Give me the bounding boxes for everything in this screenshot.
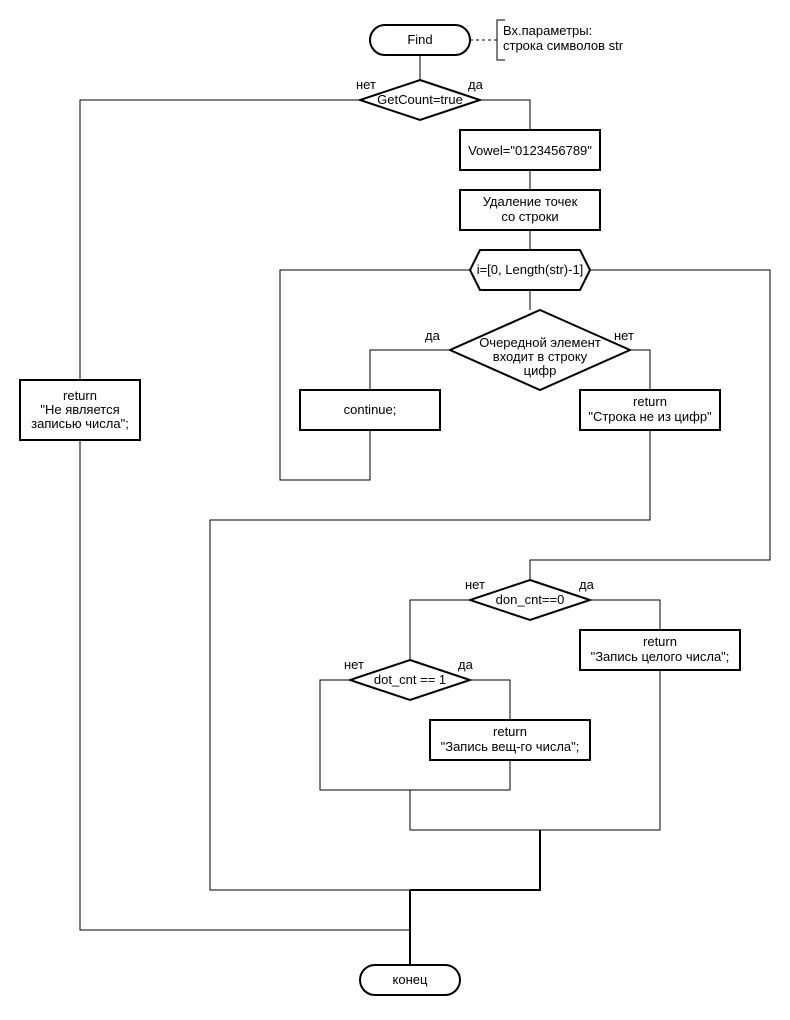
loop-label: i=[0, Length(str)-1] — [477, 262, 584, 277]
end-label: конец — [393, 972, 428, 987]
connector — [590, 599, 661, 630]
loop-exit-connector — [529, 269, 771, 580]
return-integer-line-1: return — [643, 634, 677, 649]
yes-label: да — [468, 77, 484, 92]
return-not-number-line-2: "Не является — [40, 402, 119, 417]
start-terminal: Find — [369, 24, 471, 56]
return-integer-line-2: "Запись целого числа"; — [591, 649, 730, 664]
continue-label: continue; — [344, 402, 397, 417]
no-label: нет — [344, 657, 364, 672]
return-not-number: return "Не является записью числа"; — [19, 379, 141, 441]
element-cond-line-3: цифр — [524, 363, 557, 378]
yes-label: да — [458, 657, 474, 672]
return-not-number-line-3: записью числа"; — [31, 416, 129, 431]
remove-dots-line-1: Удаление точек — [483, 194, 578, 209]
yes-label: да — [425, 328, 441, 343]
yes-label: да — [579, 577, 595, 592]
dotcnt-decision: dot_cnt == 1 нет да — [344, 657, 474, 702]
getcount-decision: GetCount=true нет да — [356, 77, 484, 122]
connector — [409, 599, 470, 660]
return-not-digits-line-2: "Строка не из цифр" — [588, 409, 712, 424]
connector — [480, 99, 531, 130]
no-label: нет — [356, 77, 376, 92]
doncnt-decision: don_cnt==0 нет да — [465, 577, 595, 622]
return-not-number-line-1: return — [63, 388, 97, 403]
connector — [410, 830, 541, 891]
connector — [79, 440, 410, 931]
end-terminal: конец — [359, 964, 461, 996]
connector — [409, 790, 540, 831]
remove-dots-line-2: со строки — [501, 209, 558, 224]
connector — [410, 760, 511, 791]
remove-dots-process: Удаление точек со строки — [459, 189, 601, 231]
element-in-digits-decision: Очередной элемент входит в строку цифр д… — [425, 308, 634, 392]
dotcnt-label: dot_cnt == 1 — [374, 672, 446, 687]
connector — [630, 349, 651, 390]
continue-process: continue; — [299, 389, 441, 431]
vowel-process: Vowel="0123456789" — [459, 129, 601, 171]
params-line-2: строка символов str — [503, 38, 624, 53]
connector — [540, 670, 661, 831]
doncnt-label: don_cnt==0 — [496, 592, 565, 607]
return-real-line-1: return — [493, 724, 527, 739]
element-cond-line-2: входит в строку — [493, 349, 588, 364]
return-not-digits: return "Строка не из цифр" — [579, 389, 721, 431]
loop-back-connector — [279, 269, 470, 481]
connector — [209, 430, 651, 891]
return-not-digits-line-1: return — [633, 394, 667, 409]
params-note: Вх.параметры: строка символов str — [496, 19, 624, 61]
return-integer: return "Запись целого числа"; — [579, 629, 741, 671]
no-label: нет — [465, 577, 485, 592]
loop-header: i=[0, Length(str)-1] — [468, 249, 592, 291]
getcount-label: GetCount=true — [377, 92, 463, 107]
return-real-line-2: "Запись вещ-го числа"; — [441, 739, 580, 754]
connector — [470, 679, 511, 720]
connector — [369, 349, 450, 390]
return-real: return "Запись вещ-го числа"; — [429, 719, 591, 761]
params-line-1: Вх.параметры: — [503, 23, 592, 38]
connectors — [79, 39, 771, 965]
connector — [79, 99, 360, 380]
connector — [319, 679, 410, 791]
vowel-label: Vowel="0123456789" — [468, 143, 592, 158]
start-label: Find — [407, 32, 432, 47]
no-label: нет — [614, 328, 634, 343]
element-cond-line-1: Очередной элемент — [479, 335, 601, 350]
